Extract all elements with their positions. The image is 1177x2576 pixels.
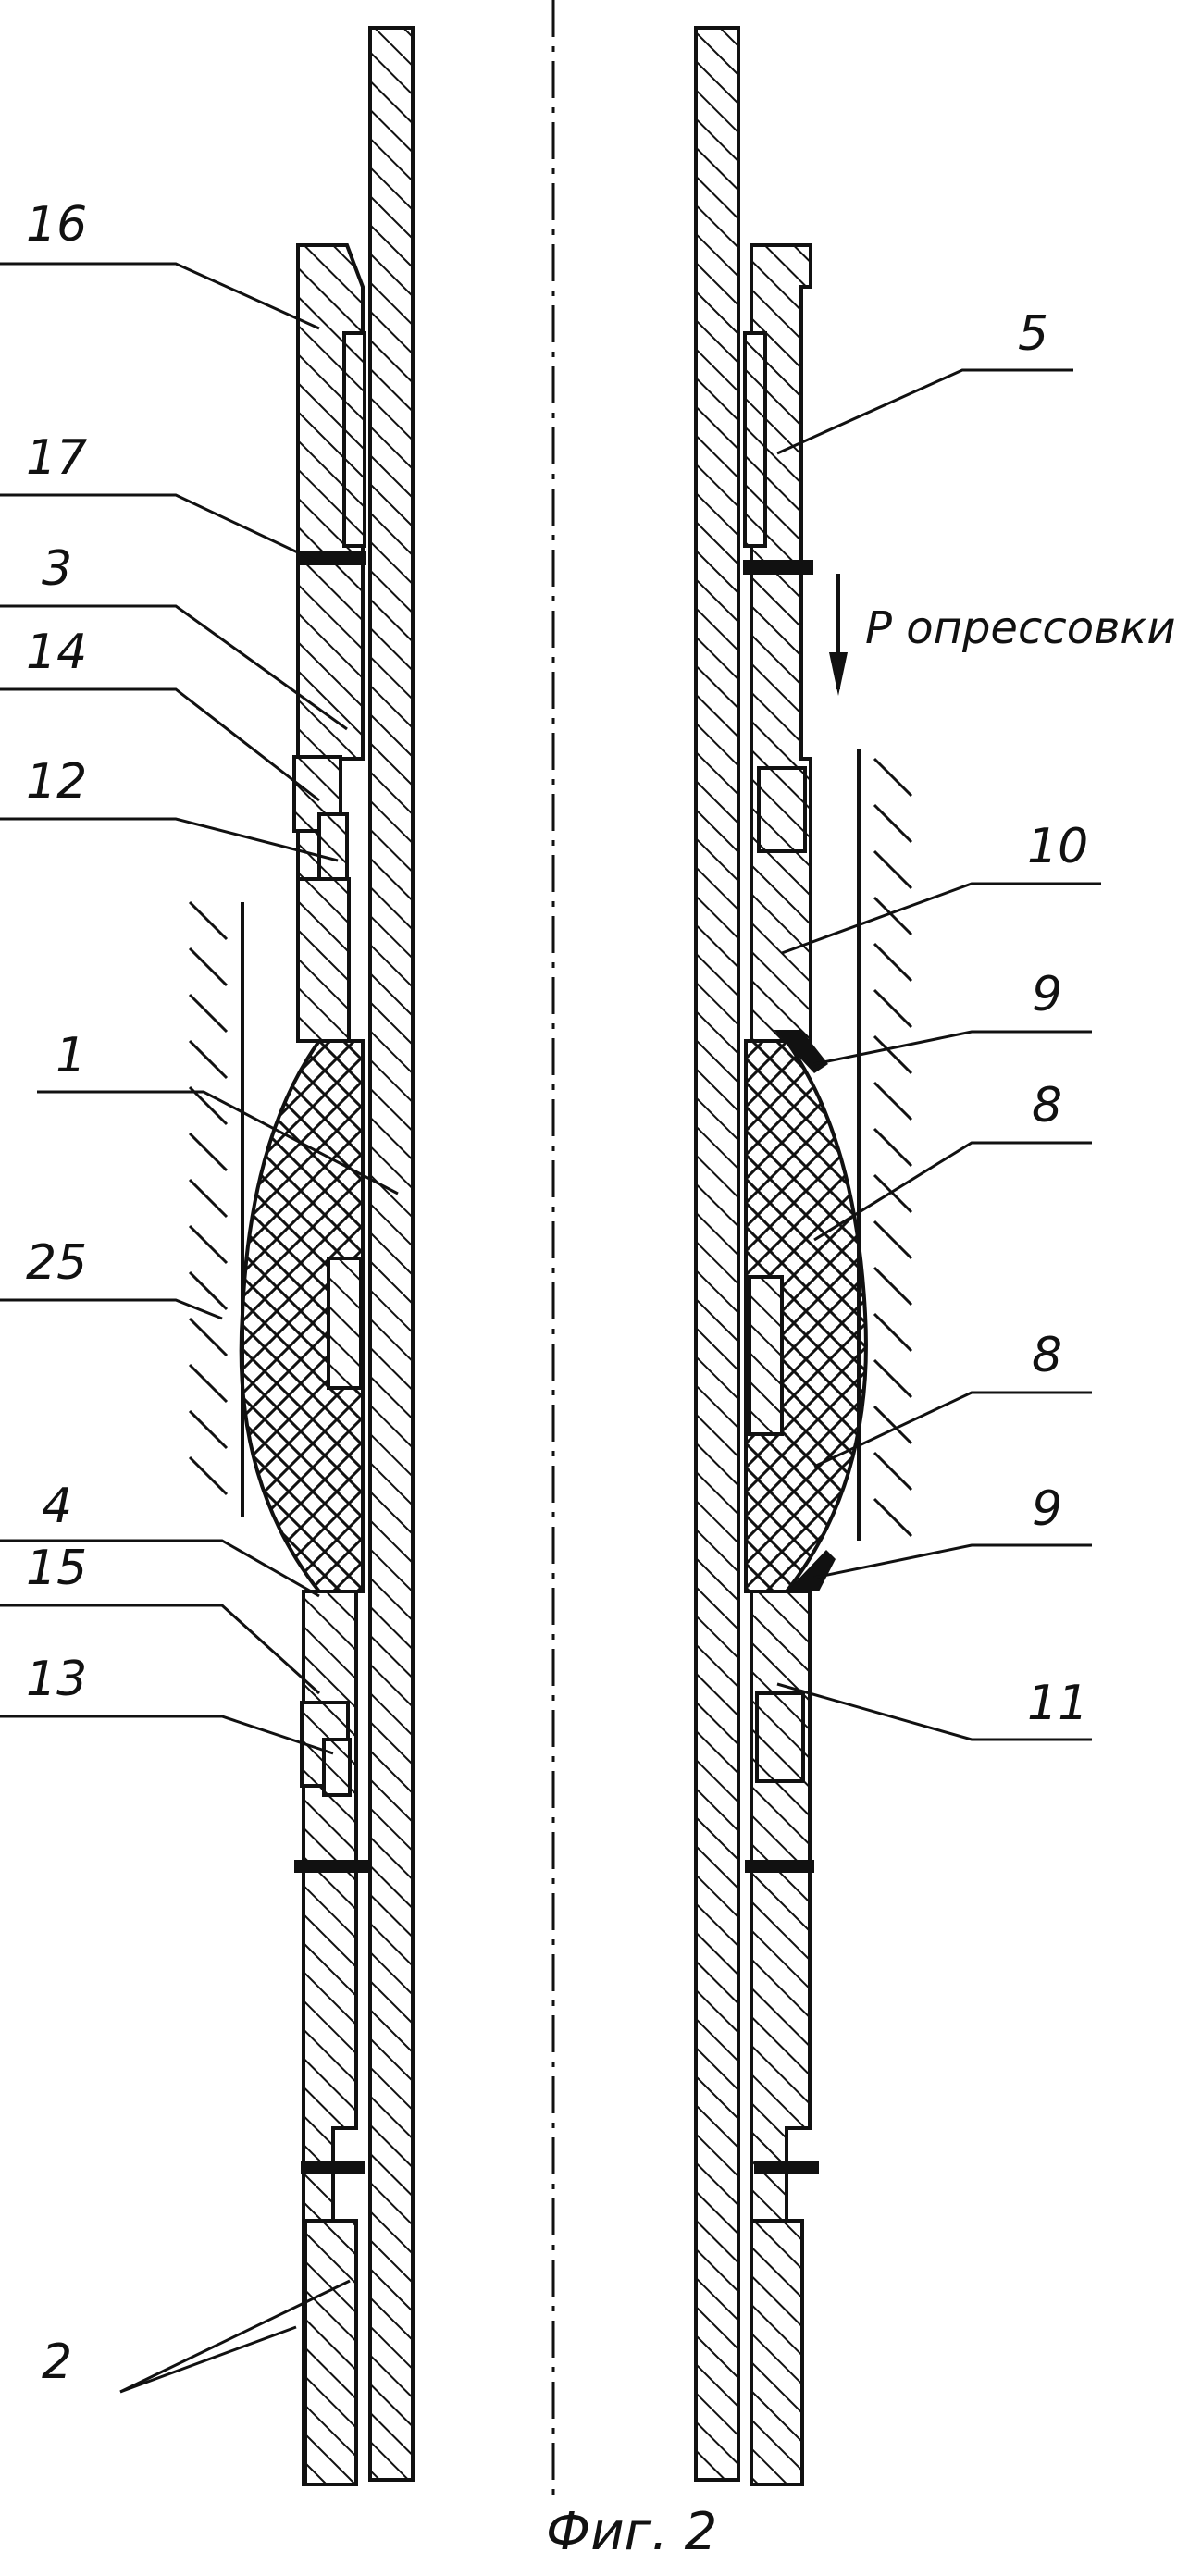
label-1: 1 bbox=[56, 1028, 86, 1084]
leader-lines-right bbox=[776, 368, 1101, 1741]
label-12: 12 bbox=[26, 754, 87, 810]
packer-element-right bbox=[744, 1039, 868, 1593]
pressure-arrowhead bbox=[829, 652, 848, 696]
ring-11-right bbox=[755, 1691, 805, 1783]
label-5: 5 bbox=[1018, 306, 1048, 362]
label-2: 2 bbox=[42, 2334, 72, 2390]
ring-right bbox=[757, 766, 807, 853]
label-8-upper: 8 bbox=[1032, 1078, 1062, 1133]
ring-12-left bbox=[317, 812, 349, 881]
label-3: 3 bbox=[42, 541, 72, 597]
ring-13-left bbox=[322, 1738, 352, 1797]
figure-caption: Фиг. 2 bbox=[546, 2502, 717, 2562]
label-13: 13 bbox=[26, 1652, 87, 1707]
pipe-wall-right bbox=[694, 26, 740, 2482]
bottom-sleeve-left bbox=[304, 2219, 358, 2486]
inner-sleeve-right bbox=[743, 331, 767, 548]
ring-9-lower-right bbox=[787, 1550, 836, 1591]
casing-right bbox=[857, 749, 913, 1541]
cone-25-left bbox=[327, 1257, 363, 1390]
pin-right-1 bbox=[745, 1860, 814, 1873]
label-10: 10 bbox=[1027, 819, 1088, 874]
pressure-label: P опрессовки bbox=[865, 602, 1176, 654]
label-4: 4 bbox=[42, 1479, 72, 1534]
label-16: 16 bbox=[26, 197, 87, 253]
pin-right-2 bbox=[754, 2161, 819, 2174]
label-15: 15 bbox=[26, 1541, 87, 1596]
label-9-lower: 9 bbox=[1032, 1481, 1062, 1537]
cone-right bbox=[748, 1275, 784, 1436]
pin-left-1 bbox=[294, 1860, 368, 1873]
label-17: 17 bbox=[26, 430, 87, 486]
pin-left-2 bbox=[301, 2161, 365, 2174]
label-14: 14 bbox=[26, 625, 87, 680]
leader-lines-left bbox=[0, 262, 399, 2394]
label-9-upper: 9 bbox=[1032, 967, 1062, 1022]
stop-ring-right bbox=[743, 560, 813, 575]
sleeve-lower-left bbox=[296, 877, 351, 1043]
inner-sleeve-left bbox=[342, 331, 366, 548]
pipe-wall-left bbox=[368, 26, 415, 2482]
ring-9-upper-right bbox=[774, 1030, 828, 1073]
label-11: 11 bbox=[1027, 1676, 1088, 1731]
bottom-sleeve-right bbox=[750, 2219, 804, 2486]
casing-left bbox=[188, 900, 244, 1517]
stop-ring-17-left bbox=[296, 551, 366, 565]
label-8-lower: 8 bbox=[1032, 1328, 1062, 1383]
label-25: 25 bbox=[26, 1235, 87, 1291]
